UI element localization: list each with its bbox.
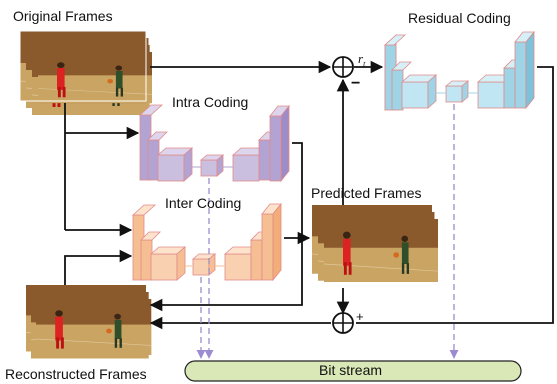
minus-sign: − — [351, 75, 361, 92]
reconstructed-frames-label: Reconstructed Frames — [5, 366, 147, 382]
residual-symbol: rt — [358, 51, 365, 69]
residual-coding-network — [383, 30, 535, 111]
original-frames-label: Original Frames — [13, 8, 113, 24]
intra-coding-label: Intra Coding — [172, 94, 249, 110]
inter-coding-network — [131, 202, 282, 282]
inter-coding-label: Inter Coding — [165, 195, 242, 211]
predicted-frames-stack — [311, 204, 439, 283]
plus-sign: + — [356, 309, 364, 324]
subtract-node — [332, 56, 354, 78]
bit-stream-label: Bit stream — [319, 362, 383, 378]
predicted-frames-label: Predicted Frames — [311, 185, 422, 201]
add-node — [332, 312, 354, 334]
residual-coding-label: Residual Coding — [408, 10, 511, 26]
residual-symbol-r: r — [358, 51, 364, 66]
residual-symbol-t: t — [363, 59, 366, 69]
original-frames-stack — [19, 30, 153, 116]
flow-arrows — [64, 60, 554, 330]
intra-coding-network — [138, 104, 290, 183]
reconstructed-frames-stack — [25, 284, 152, 359]
bit-stream-bar — [184, 360, 522, 382]
bitstream-dashed-arrows — [196, 104, 459, 359]
